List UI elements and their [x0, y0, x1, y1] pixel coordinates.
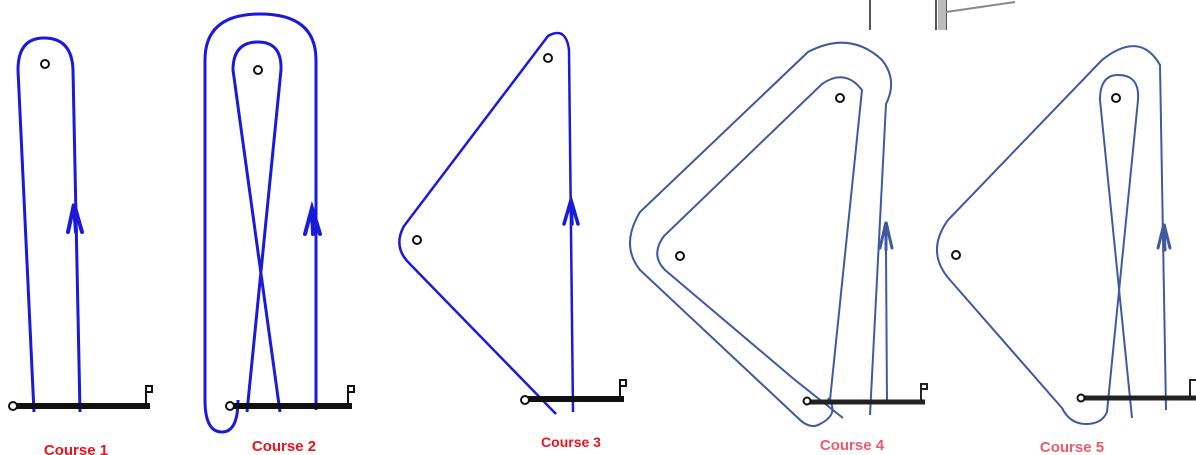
course-4-start-line — [802, 383, 928, 406]
course-5-route — [936, 45, 1167, 426]
photo-fragment — [868, 0, 1196, 32]
course-2-start-line — [225, 385, 355, 411]
course-4-inner-route — [656, 76, 864, 419]
course-1-route — [16, 36, 82, 413]
course-5-start-line — [1076, 379, 1196, 403]
course-4-direction-arrow-icon — [878, 221, 894, 252]
course-1-direction-arrow-icon — [66, 203, 84, 234]
course-1-label: Course 1 — [44, 442, 108, 455]
course-1-start-line — [8, 385, 153, 411]
course-3: Course 3 — [398, 31, 627, 450]
course-5-mark-left — [951, 250, 961, 260]
course-3-direction-arrow-icon — [562, 193, 580, 226]
course-4-mark-left — [675, 251, 685, 261]
course-4-mark-top — [835, 93, 845, 103]
course-5-mark-top — [1111, 93, 1121, 103]
course-3-route — [398, 31, 575, 415]
course-3-label: Course 3 — [541, 434, 601, 450]
course-3-mark-left — [412, 235, 422, 245]
course-2-label: Course 2 — [252, 438, 316, 455]
course-3-mark-top — [543, 53, 553, 63]
course-2-mark — [253, 65, 263, 75]
course-5-direction-arrow-icon — [1156, 223, 1172, 252]
course-1-mark — [40, 59, 50, 69]
course-4-outer-route — [629, 41, 893, 427]
course-1: Course 1 — [8, 36, 153, 455]
course-2-inner-route — [231, 40, 283, 413]
course-4: Course 4 — [629, 41, 928, 454]
course-3-start-line — [520, 379, 627, 405]
course-2-outer-route — [203, 12, 318, 434]
course-5: Course 5 — [936, 45, 1196, 455]
course-5-label: Course 5 — [1040, 439, 1104, 455]
course-2-direction-arrow-icon — [303, 200, 322, 236]
course-4-label: Course 4 — [820, 437, 885, 454]
course-2: Course 2 — [203, 12, 355, 455]
